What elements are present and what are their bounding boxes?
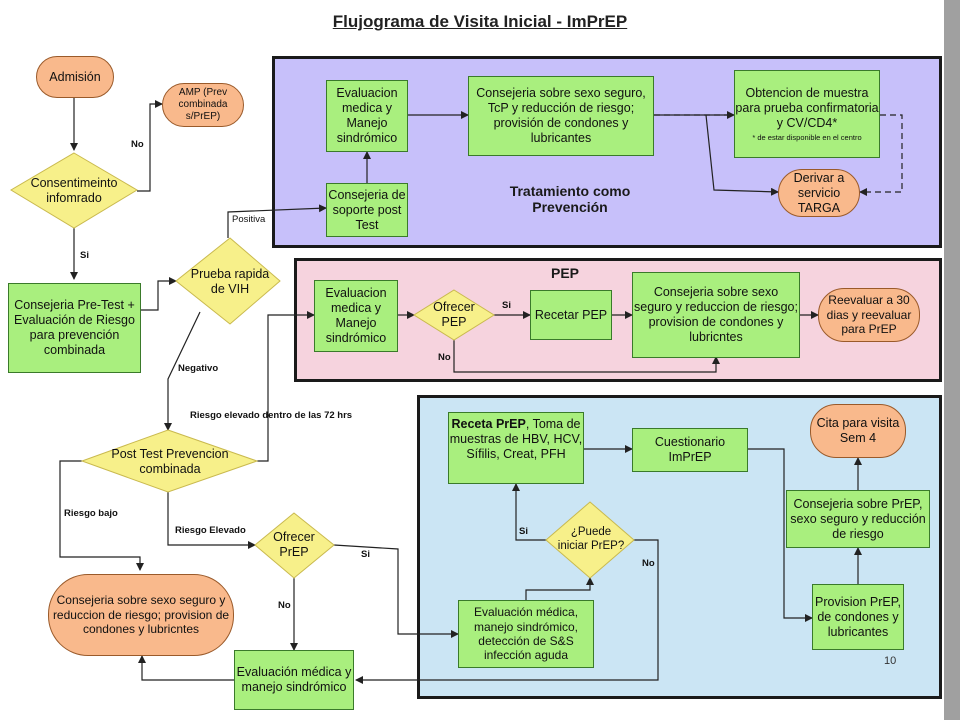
edge-puede-receta: [512, 483, 548, 541]
obtencion-note: * de estar disponible en el centro: [752, 133, 862, 142]
label-riesgo-72: Riesgo elevado dentro de las 72 hrs: [190, 410, 353, 421]
ofrecer-prep-label: Ofrecer PrEP: [273, 530, 315, 559]
recetar-pep-node: Recetar PEP: [530, 290, 612, 340]
reevaluar-node: Reevaluar a 30 dias y reevaluar para PrE…: [818, 288, 920, 342]
edge-prueba-soporte: [227, 204, 327, 238]
obtencion-muestra-node: Obtencion de muestra para prueba confirm…: [734, 70, 880, 158]
label-si-consent: Si: [80, 250, 89, 261]
consent-label: Consentimeinto infomrado: [30, 176, 118, 205]
consejeria-soporte-node: Consejeria de soporte post Test: [326, 183, 408, 237]
ofrecer-pep-diamond: [413, 289, 495, 341]
receta-prep-node: Receta PrEP, Toma de muestras de HBV, HC…: [448, 412, 584, 484]
label-no-prep: No: [278, 600, 291, 611]
edge-cons-targa: [705, 114, 779, 196]
edge-posttest-ofrecerprep: [167, 492, 256, 549]
eval-medica-pep-node: Evaluacion medica y Manejo sindrómico: [314, 280, 398, 352]
prueba-diamond: [175, 237, 281, 325]
consejeria-pretest-node: Consejeria Pre-Test + Evaluación de Ries…: [8, 283, 141, 373]
label-no-amp: No: [131, 139, 144, 150]
label-riesgo-elevado: Riesgo Elevado: [175, 525, 246, 536]
consejeria-final-node: Consejeria sobre sexo seguro y reduccion…: [48, 574, 234, 656]
edge-prueba-posttest: [164, 311, 201, 431]
consejeria-sexo-tcp-node: Consejeria sobre sexo seguro, TcP y redu…: [468, 76, 654, 156]
label-si-prep: Si: [361, 549, 370, 560]
obtencion-text: Obtencion de muestra para prueba confirm…: [735, 86, 879, 130]
page-number: 10: [884, 655, 897, 667]
edge-pretest-prueba: [141, 277, 177, 311]
edge-ofrecer-no: [453, 340, 720, 373]
eval-final-node: Evaluación médica y manejo sindrómico: [234, 650, 354, 710]
receta-prep-bold: Receta PrEP: [451, 417, 526, 431]
derivar-targa-node: Derivar a servicio TARGA: [778, 169, 860, 217]
cuestionario-node: Cuestionario ImPrEP: [632, 428, 748, 472]
eval-aguda-node: Evaluación médica, manejo sindrómico, de…: [458, 600, 594, 668]
posttest-label: Post Test Prevencion combinada: [111, 447, 229, 476]
consent-diamond: [10, 152, 138, 229]
label-no-pep: No: [438, 352, 451, 363]
edge-posttest-bajo: [59, 460, 144, 571]
receta-prep-rest: , Toma de muestras de HBV, HCV, Sífilis,…: [449, 417, 583, 461]
label-si-pep: Si: [502, 300, 511, 311]
label-riesgo-bajo: Riesgo bajo: [64, 508, 118, 519]
tcp-region-title: Tratamiento como Prevención: [509, 183, 631, 215]
ofrecer-pep-label: Ofrecer PEP: [433, 300, 475, 329]
edge-cuest-provision: [748, 448, 813, 622]
amp-node: AMP (Prev combinada s/PrEP): [162, 83, 244, 127]
pep-region-title: PEP: [550, 265, 579, 281]
puede-label: ¿Puede iniciar PrEP?: [557, 526, 625, 552]
edge-aguda-puede: [525, 577, 594, 600]
admision-node: Admisión: [36, 56, 114, 98]
edge-evalfinal-consfinal: [138, 655, 234, 681]
edge-posttest-evalpep: [257, 311, 315, 462]
edge-obt-targa-dashed: [859, 114, 903, 196]
page-title: Flujograma de Visita Inicial - ImPrEP: [332, 12, 628, 31]
label-si-puede: Si: [519, 526, 528, 537]
provision-prep-node: Provision PrEP, de condones y lubricante…: [812, 584, 904, 650]
prueba-label: Prueba rapida de VIH: [190, 267, 270, 296]
label-positiva: Positiva: [232, 214, 266, 225]
consejeria-pep-node: Consejeria sobre sexo seguro y reduccion…: [632, 272, 800, 358]
posttest-diamond: [80, 429, 259, 493]
label-negativo: Negativo: [178, 363, 219, 374]
edge-puede-evalfinal: [355, 539, 659, 684]
cita-visita-node: Cita para visita Sem 4: [810, 404, 906, 458]
edge-ofrecerprep-aguda: [333, 544, 459, 638]
edge-consent-amp: [137, 100, 163, 192]
label-no-puede: No: [642, 558, 655, 569]
puede-diamond: [545, 501, 635, 579]
ofrecer-prep-diamond: [254, 512, 335, 579]
eval-medica-tcp-node: Evaluacion medica y Manejo sindrómico: [326, 80, 408, 152]
consejeria-prep-node: Consejeria sobre PrEP, sexo seguro y red…: [786, 490, 930, 548]
window-edge: [944, 0, 960, 720]
